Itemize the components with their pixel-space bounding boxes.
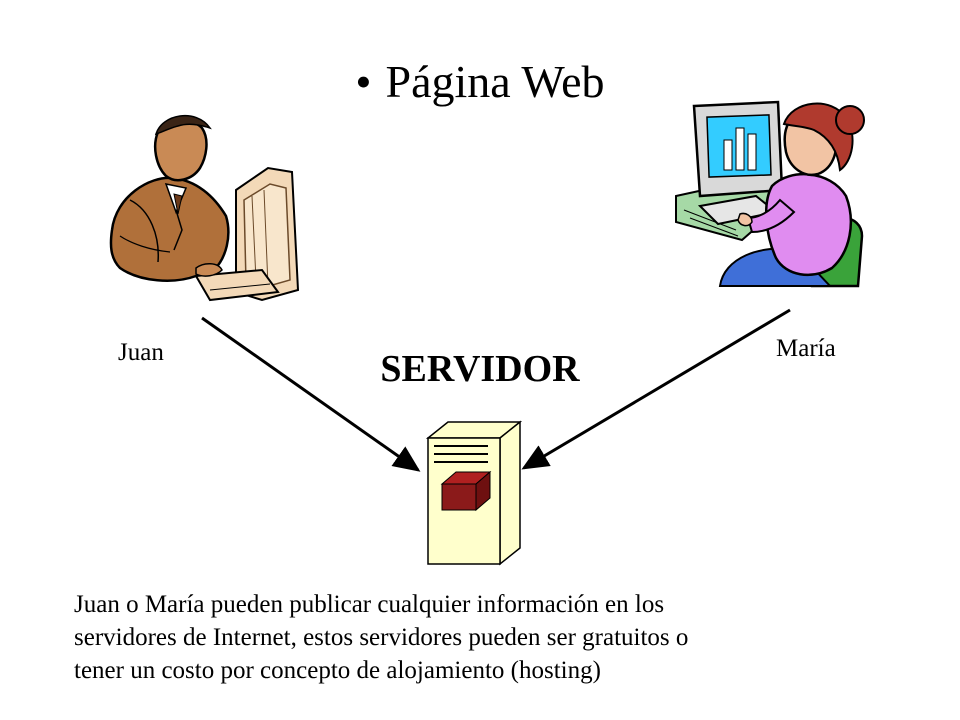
arrow-juan-to-server	[201, 316, 421, 472]
slide-title: • Página Web	[0, 52, 960, 112]
arrow-maria-to-server	[521, 308, 791, 470]
maria-clipart	[675, 100, 865, 288]
label-maria: María	[776, 335, 836, 362]
title-bullet: •	[355, 56, 372, 107]
caption-line: tener un costo por concepto de alojamien…	[74, 657, 601, 684]
title-text: Página Web	[385, 56, 605, 107]
caption-text: Juan o María pueden publicar cualquier i…	[74, 588, 894, 687]
server-label: SERVIDOR	[380, 348, 580, 390]
label-juan: Juan	[118, 339, 164, 366]
server-icon	[425, 420, 523, 566]
caption-line: Juan o María pueden publicar cualquier i…	[74, 591, 665, 618]
caption-line: servidores de Internet, estos servidores…	[74, 624, 689, 651]
juan-clipart	[109, 114, 300, 302]
